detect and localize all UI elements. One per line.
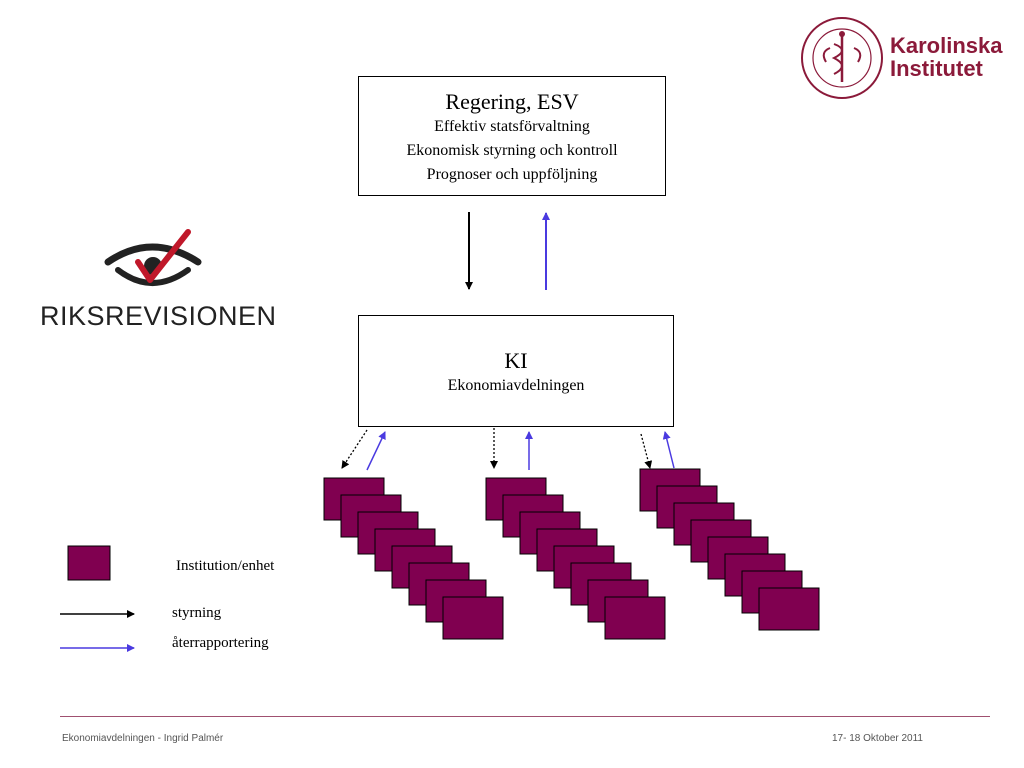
legend-institution-swatch [67,545,111,581]
institution-group-2 [485,477,666,640]
riksrevisionen-logo-text: RIKSREVISIONEN [40,301,277,331]
karolinska-logo-text: Karolinska Institutet [890,34,1003,80]
karolinska-logo-line-2: Institutet [890,56,983,81]
ki-subtitle: Ekonomiavdelningen [447,377,585,394]
legend-institution-label: Institution/enhet [176,558,275,574]
institution-group-1 [323,477,504,640]
footer-right-text: 17- 18 Oktober 2011 [832,733,923,744]
karolinska-logo-line-1: Karolinska [890,33,1003,58]
footer-divider [60,716,990,717]
institution-group-3 [639,468,820,631]
regering-esv-title: Regering, ESV [445,89,579,114]
styrning-arrow-group3 [640,433,653,469]
aterrapportering-arrow-group3 [662,431,675,469]
regering-esv-line-1: Effektiv statsförvaltning [434,118,590,135]
institution-unit [604,596,666,640]
regering-esv-line-2: Ekonomisk styrning och kontroll [406,142,618,159]
institution-unit [442,596,504,640]
regering-esv-line-3: Prognoser och uppföljning [426,166,598,183]
legend-aterrapportering-label: återrapportering [172,635,269,651]
institution-unit [758,587,820,631]
aterrapportering-arrow-group1 [366,431,386,471]
legend-styrning-label: styrning [172,605,222,621]
riksrevisionen-eye-icon [104,229,202,286]
karolinska-seal-icon [801,17,883,99]
regering-esv-box: Regering, ESV Effektiv statsförvaltning … [358,76,666,196]
ki-box: KI Ekonomiavdelningen [358,315,674,427]
styrning-arrow-group1 [341,429,368,469]
footer-left-text: Ekonomiavdelningen - Ingrid Palmér [62,733,224,744]
ki-title: KI [504,348,528,373]
